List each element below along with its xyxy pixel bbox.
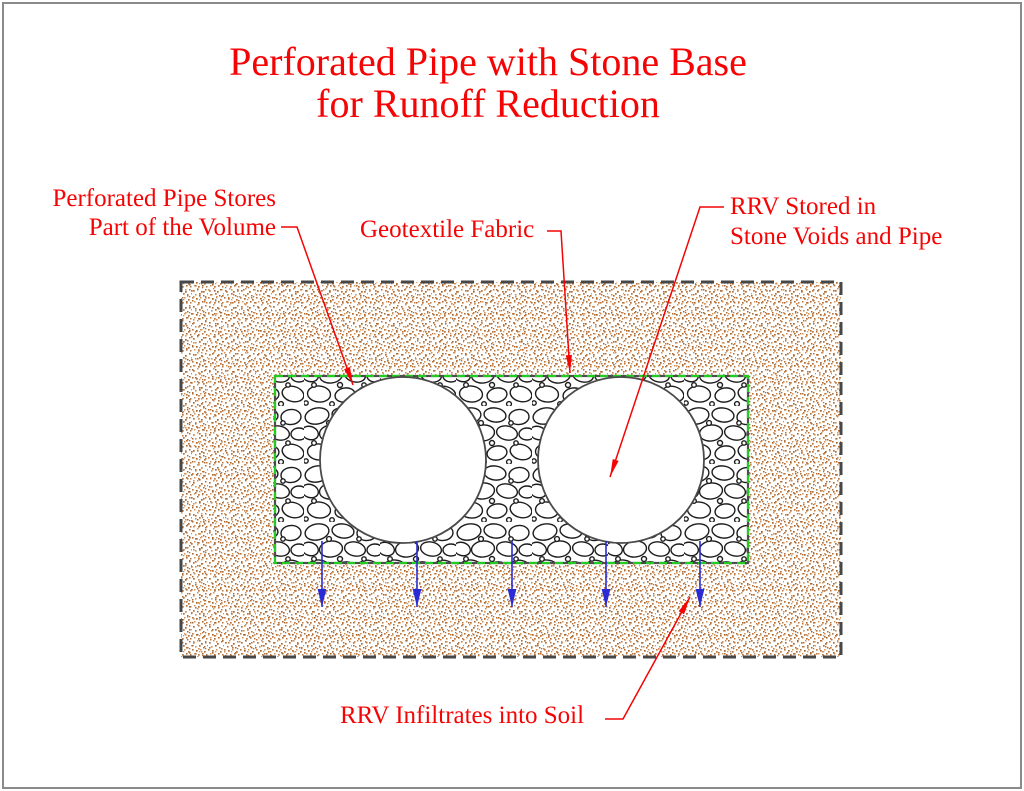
- soil-boundary-dashed: [179, 280, 843, 659]
- leader-arrow-rrv-stored-icon: [609, 206, 724, 478]
- title-line-1: Perforated Pipe with Stone Base: [229, 39, 747, 84]
- label-rrv-stored-line-1: RRV Stored in: [730, 193, 877, 220]
- label-pipe-stores-line-2: Part of the Volume: [89, 214, 276, 241]
- title-line-2: for Runoff Reduction: [316, 81, 660, 126]
- perforated-pipe-right: [537, 376, 705, 544]
- geotextile-fabric-outline: [273, 374, 750, 565]
- infiltration-arrows: [317, 541, 705, 607]
- label-rrv-infiltrates: RRV Infiltrates into Soil: [340, 702, 584, 729]
- leader-arrow-pipe-stores-icon: [281, 226, 354, 386]
- label-rrv-stored-line-2: Stone Voids and Pipe: [730, 223, 942, 250]
- annotations: Perforated Pipe Stores Part of the Volum…: [52, 185, 942, 729]
- leader-arrow-rrv-infiltrates-icon: [605, 596, 691, 720]
- label-geotextile-fabric: Geotextile Fabric: [360, 216, 534, 243]
- label-pipe-stores-line-1: Perforated Pipe Stores: [52, 185, 276, 212]
- leader-arrow-geotextile-icon: [547, 230, 572, 374]
- perforated-pipe-left: [319, 376, 487, 544]
- leader-lines: [281, 206, 724, 720]
- diagram-title: Perforated Pipe with Stone Base for Runo…: [229, 39, 747, 126]
